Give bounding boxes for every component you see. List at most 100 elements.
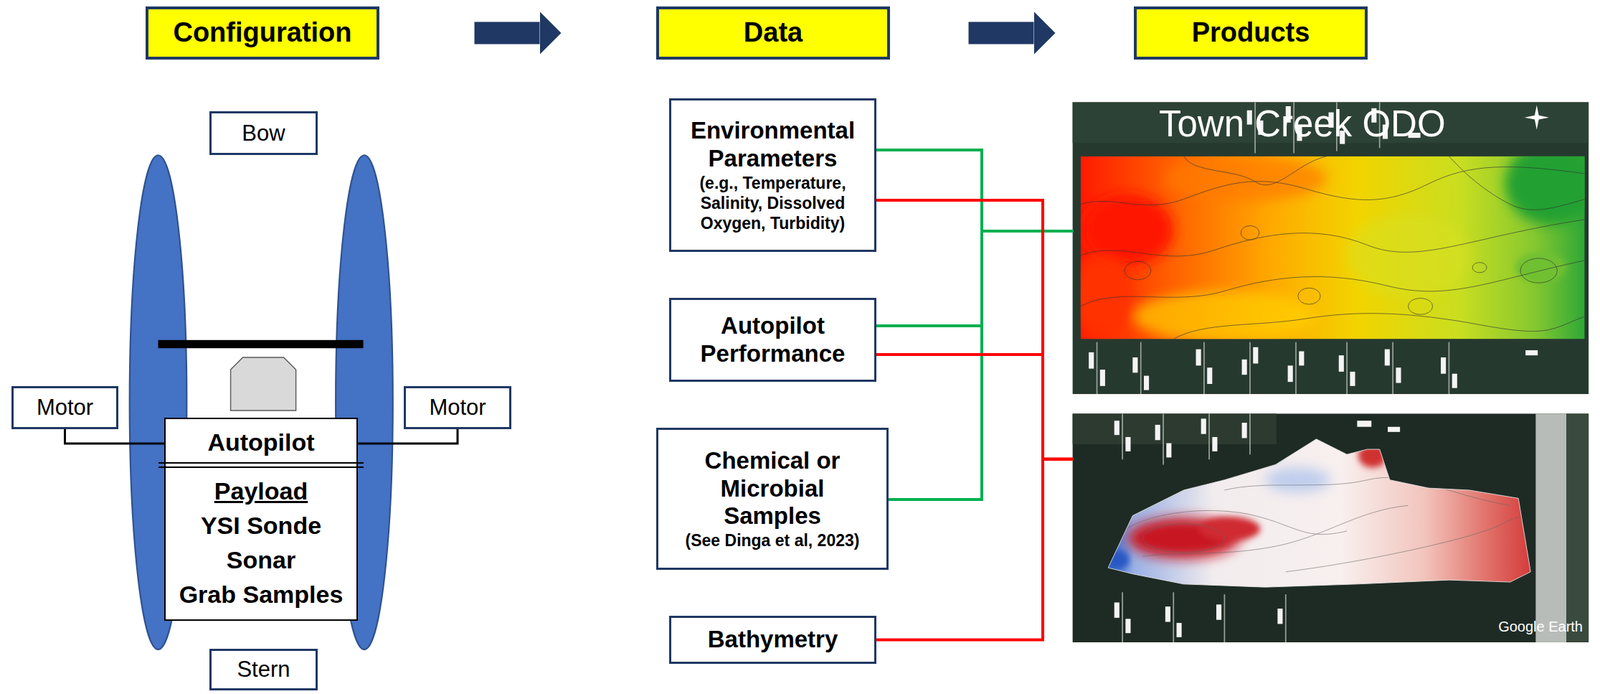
pier-line: [1203, 342, 1205, 395]
boat: [1356, 420, 1372, 427]
label-text: Configuration: [172, 17, 352, 49]
boat: [1288, 365, 1294, 382]
payload-box: AutopilotPayloadYSI SondeSonarGrab Sampl…: [164, 417, 358, 621]
contour-line: [1143, 504, 1409, 556]
depth-blob: [1199, 516, 1261, 541]
label-text: (See Dinga et al, 2023): [685, 529, 860, 551]
map-panel: Google Earth: [1072, 413, 1589, 642]
data-box: Environmental Parameters(e.g., Temperatu…: [669, 98, 877, 252]
boat: [1525, 349, 1538, 355]
flow-arrow: [968, 22, 1035, 45]
heat-blob: [1080, 255, 1134, 338]
header-box: Data: [656, 6, 891, 60]
connector-line: [876, 354, 1073, 459]
label-text: Data: [743, 17, 803, 49]
label-text: Autopilot: [207, 424, 315, 459]
connector-line: [876, 200, 1073, 459]
boat: [1387, 426, 1400, 432]
label-text: Autopilot Performance: [677, 311, 869, 368]
map-image: [1072, 413, 1589, 642]
contour-ring: [1124, 261, 1152, 280]
contour-ring: [1472, 262, 1487, 273]
depth-field: [1102, 433, 1537, 593]
pier-line: [1140, 342, 1142, 395]
pier-line: [1249, 413, 1251, 454]
boat: [1252, 347, 1258, 364]
contour-ring: [1520, 258, 1557, 283]
boat: [1206, 367, 1213, 384]
contour-line: [1173, 313, 1585, 340]
pier-line: [1285, 593, 1287, 642]
boat: [1212, 436, 1218, 452]
boat: [1216, 603, 1222, 619]
depth-map: [1102, 433, 1537, 593]
contour-ring: [1240, 225, 1260, 240]
pier-line: [1096, 342, 1098, 395]
label-text: Google Earth: [1498, 617, 1583, 635]
pier-line: [1162, 413, 1164, 465]
contour-ring: [1408, 297, 1433, 315]
boat: [1338, 354, 1344, 372]
cross-beam: [158, 339, 364, 348]
header-box: Configuration: [145, 6, 380, 60]
connector-line: [357, 428, 458, 444]
label-text: Stern: [236, 656, 290, 683]
depth-blob: [1245, 444, 1282, 462]
connector-line: [876, 458, 1073, 640]
part-box: Bow: [209, 111, 318, 155]
contours: [1080, 156, 1585, 340]
boat: [1114, 420, 1120, 435]
compass-star: [1524, 105, 1550, 130]
contour-line: [1080, 167, 1585, 206]
label-text: Motor: [36, 394, 94, 421]
depth-blob: [1265, 467, 1331, 492]
heat-blob: [1515, 251, 1567, 283]
label-text: YSI Sonde: [200, 507, 322, 543]
boat: [1114, 601, 1120, 617]
bridge: [1535, 413, 1567, 642]
map-ground: [1072, 101, 1589, 394]
label-text: Town Creek ODO: [1158, 103, 1446, 145]
connector-line: [65, 428, 165, 444]
contour-line: [1080, 219, 1585, 257]
boat: [1384, 349, 1390, 366]
survey-outline: [1108, 438, 1531, 587]
pier-line: [1121, 591, 1124, 642]
boat: [1395, 367, 1401, 383]
boat: [1125, 436, 1131, 452]
boat: [1165, 606, 1171, 622]
boat: [1298, 350, 1304, 366]
label-text: Bow: [241, 120, 285, 147]
contour-line: [1448, 156, 1585, 211]
pier-line: [1121, 413, 1124, 459]
boat: [1277, 608, 1283, 624]
label-text: Bathymetry: [707, 625, 839, 654]
boat: [1452, 373, 1458, 388]
boat: [1349, 371, 1355, 386]
contour-ring: [1298, 287, 1321, 305]
flow-arrow: [474, 22, 541, 45]
label-text: Environmental Parameters: [677, 116, 869, 173]
boat: [1201, 418, 1207, 434]
part-box: Motor: [11, 385, 119, 429]
contour-line: [1080, 260, 1585, 307]
boat: [1132, 357, 1138, 373]
boat: [1176, 622, 1182, 637]
pier-line: [1172, 591, 1175, 642]
heat-blob: [1346, 214, 1470, 297]
heatmap: [1080, 156, 1585, 340]
heat-blob: [1505, 156, 1585, 225]
label-text: Motor: [428, 394, 486, 421]
label-text: Sonar: [226, 542, 296, 577]
shore: [1566, 413, 1589, 642]
boat: [1242, 422, 1248, 438]
boat: [1155, 424, 1161, 440]
data-box: Autopilot Performance: [669, 297, 877, 382]
boat: [1088, 352, 1094, 369]
pier-line: [1249, 342, 1251, 395]
housing-shape: [230, 357, 297, 411]
label-text: Grab Samples: [179, 576, 344, 612]
heat-blob: [1132, 291, 1317, 340]
part-box: Motor: [403, 385, 512, 429]
contour-line: [1122, 509, 1347, 534]
